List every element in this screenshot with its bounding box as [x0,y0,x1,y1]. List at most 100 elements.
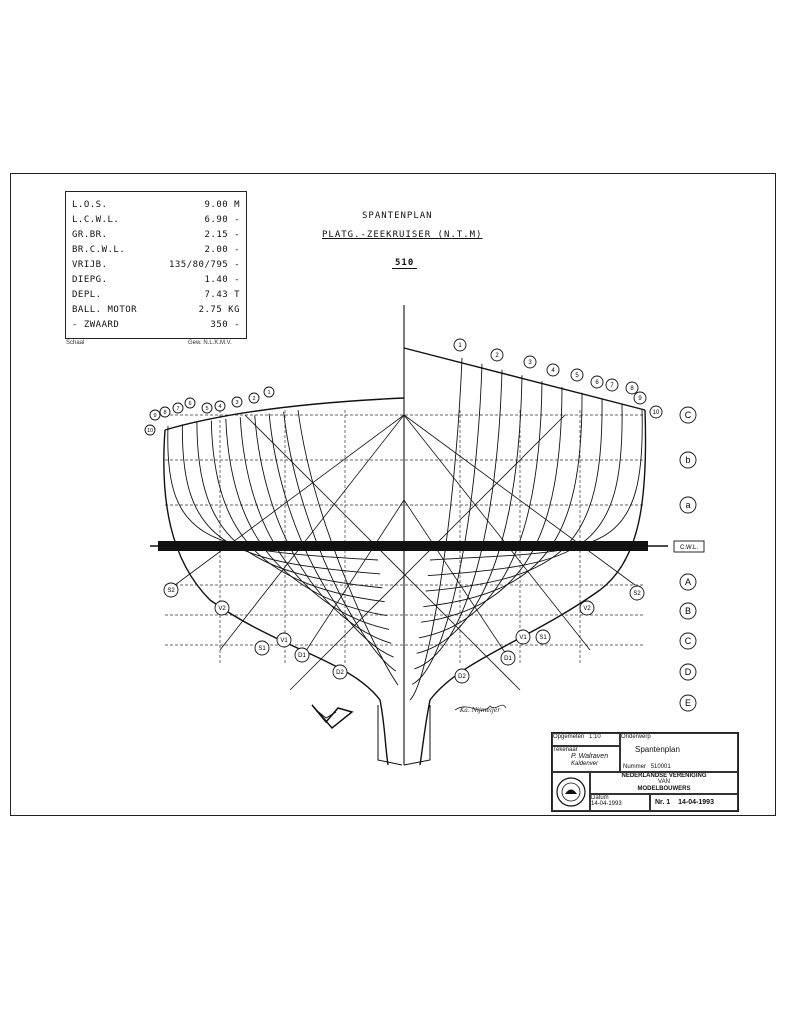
spec-value: 350 - [210,320,240,330]
diagonal-line [219,414,405,651]
svg-text:4: 4 [551,368,555,374]
svg-text:6: 6 [188,401,191,407]
frame-curve-right [423,392,583,608]
tb-field-2-sub: Kaldenver [571,760,599,767]
spec-value: 6.90 - [204,215,240,225]
title-block: Opgemeten 1:10 Tekenaar P. Walraven Kald… [551,732,739,812]
diagonal-label-right: D2 [454,668,470,684]
svg-text:V1: V1 [280,638,288,644]
station-label-left: 8 [159,406,171,418]
station-label-left: 9 [149,409,161,421]
diagonal-label-left: V1 [276,632,292,648]
tb-organisation: NEDERLANDSE VERENIGING VAN MODELBOUWERS [590,772,738,794]
drawing-sheet [10,173,776,816]
signature-scrawl [454,704,507,711]
svg-text:D1: D1 [504,656,512,662]
tb-sheet-date: 14-04-1993 [678,799,714,806]
station-label-right: 9 [633,391,647,405]
svg-text:8: 8 [163,410,166,416]
spec-label: DIEPG. [72,275,108,285]
hull-outline-left [163,429,389,766]
signature-mark-icon [311,704,354,730]
spec-label: L.C.W.L. [72,215,120,225]
spec-row: - ZWAARD 350 - [72,320,240,334]
svg-text:S2: S2 [167,588,175,594]
spec-row: BR.C.W.L. 2.00 - [72,245,240,259]
tb-sheet-label: Nr. [655,799,665,806]
diagonal-label-left: D2 [332,664,348,680]
spec-label: DEPL. [72,290,102,300]
svg-text:5: 5 [205,406,208,412]
svg-text:3: 3 [235,400,238,406]
svg-text:7: 7 [176,406,179,412]
svg-text:S2: S2 [633,591,641,597]
frame-curve-left [225,418,387,617]
tb-field-1: Opgemeten 1:10 [552,733,620,746]
waterline-label-above: C [679,406,697,424]
svg-text:S1: S1 [539,635,547,641]
svg-text:1: 1 [267,390,270,396]
frame-curve-left [167,425,379,561]
keel-outline [377,705,431,766]
station-label-left: 2 [248,392,260,404]
svg-text:10: 10 [653,410,660,416]
station-label-right: 5 [570,368,584,382]
svg-text:6: 6 [595,380,599,386]
frame-curve-left [283,411,397,672]
svg-text:4: 4 [218,404,221,410]
tb-org-line-1: NEDERLANDSE VERENIGING [621,773,707,779]
spec-table: L.O.S.9.00 M L.C.W.L.6.90 - GR.BR.2.15 -… [65,191,247,339]
station-label-left: 1 [263,386,275,398]
cwl-tag: C.W.L. [673,540,705,553]
tb-org-line-2: VAN [658,779,670,786]
spec-label: GR.BR. [72,230,108,240]
tb-field-1-label: Opgemeten [553,734,585,740]
tb-subject-label: Onderwerp [621,734,651,740]
frame-curve-left [181,424,381,575]
diagonal-label-right: S2 [629,585,645,601]
spec-value: 2.00 - [204,245,240,255]
spec-label: BR.C.W.L. [72,245,126,255]
tb-number-label: Nummer [623,763,647,770]
sheer-line-right [403,347,646,411]
diagonal-label-right: D1 [500,650,516,666]
svg-text:3: 3 [528,360,532,366]
diagonal-line [299,499,405,661]
station-label-left: 5 [201,402,213,414]
spec-value: 2.75 KG [198,305,240,315]
diagonal-line [289,414,566,691]
diagonal-lines [174,414,636,691]
spec-row: L.C.W.L. 6.90 - [72,215,240,229]
spec-label: - ZWAARD [72,320,120,330]
tb-number-value: 510001 [650,763,671,770]
tb-logo-cell [552,772,590,811]
spec-row: DIEPG. 1.40 - [72,275,240,289]
frame-curve-left [268,413,394,658]
tb-org-line-3: MODELBOUWERS [637,785,691,792]
svg-text:V1: V1 [519,635,527,641]
spec-row: L.O.S.9.00 M [72,200,240,214]
station-label-right: 2 [490,348,504,362]
spec-value: 1.40 - [204,275,240,285]
frame-curve-left [239,417,390,630]
station-label-left: 10 [144,424,156,436]
svg-text:V2: V2 [218,606,226,612]
svg-text:A: A [685,577,691,587]
hull-outline-right [419,409,647,766]
svg-text:5: 5 [575,373,579,379]
frame-curve-right [416,375,523,654]
tb-number: Nummer 510001 [623,764,671,770]
org-logo-icon [556,777,586,807]
station-label-right: 7 [605,378,619,392]
waterline-label-below: B [679,602,697,620]
svg-text:D2: D2 [458,674,466,680]
svg-text:2: 2 [495,353,499,359]
frame-curve-right [411,363,483,685]
frame-curve-left [254,415,392,644]
svg-text:7: 7 [610,383,614,389]
svg-text:1: 1 [458,343,462,349]
spec-label: BALL. MOTOR [72,305,138,315]
spec-footer-left: Schaal [66,340,85,346]
